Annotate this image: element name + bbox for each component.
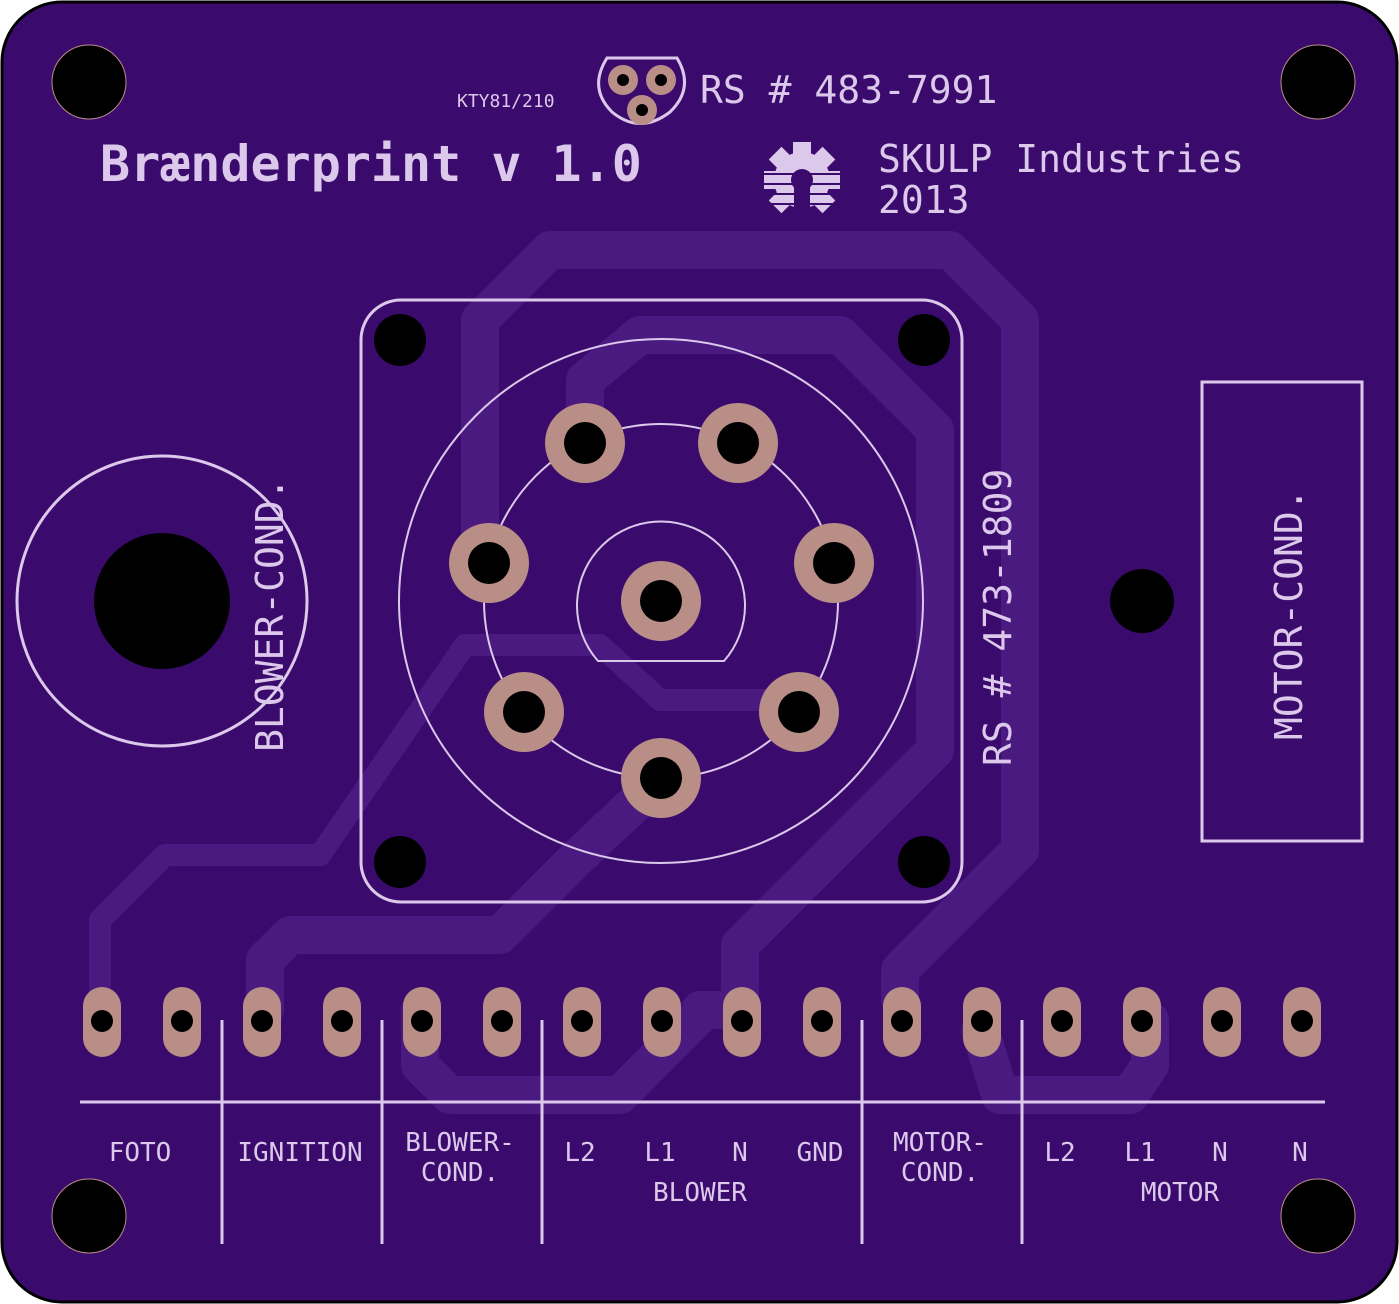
thin-trace: [89, 634, 800, 1010]
terminal-label-motor-cond-line2: COND.: [901, 1158, 979, 1188]
board-title: Brænderprint v 1.0: [100, 135, 642, 193]
terminal-label-motor-l2: L2: [1044, 1138, 1075, 1168]
terminal-pads: [83, 987, 1321, 1057]
terminal-label-ignition: IGNITION: [237, 1138, 362, 1168]
terminal-label-motor-l1: L1: [1124, 1138, 1155, 1168]
terminal-label-motor-n2: N: [1292, 1138, 1308, 1168]
terminal-label-motor-n1: N: [1212, 1138, 1228, 1168]
terminal-label-grid: [80, 1020, 1325, 1244]
mounting-hole-top-left: [51, 44, 127, 120]
mounting-hole-top-right: [1280, 44, 1356, 120]
mounting-hole-bottom-left: [51, 1178, 127, 1254]
socket-order-number: RS # 473-1809: [976, 469, 1020, 766]
terminal-label-blower-l2: L2: [564, 1138, 595, 1168]
motor-cond-label: MOTOR-COND.: [1267, 488, 1311, 740]
terminal-label-motor-cond: MOTOR-: [893, 1128, 987, 1158]
terminal-label-gnd: GND: [797, 1138, 844, 1168]
company-year: 2013: [878, 178, 970, 222]
terminal-label-blower-cond-line2: COND.: [421, 1158, 499, 1188]
terminal-label-blower-n: N: [732, 1138, 748, 1168]
company-name: SKULP Industries: [878, 137, 1244, 181]
group-label-blower: BLOWER: [653, 1178, 747, 1208]
motor-capacitor-footprint: [1200, 380, 1364, 843]
blower-capacitor-footprint: [15, 454, 309, 748]
terminal-label-blower-l1: L1: [644, 1138, 675, 1168]
terminal-label-blower-cond: BLOWER-: [405, 1128, 515, 1158]
relay-socket-footprint: [359, 298, 964, 904]
mounting-hole-middle-right: [1110, 569, 1174, 633]
relay-socket-pins: [449, 403, 874, 818]
group-label-motor: MOTOR: [1141, 1178, 1220, 1208]
open-hardware-gear-icon: [762, 142, 842, 220]
sensor-part-label: KTY81/210: [457, 91, 555, 112]
terminal-labels: FOTO IGNITION BLOWER- COND. L2 L1 N GND …: [109, 1128, 1308, 1208]
terminal-label-foto: FOTO: [109, 1138, 172, 1168]
mounting-hole-bottom-right: [1280, 1178, 1356, 1254]
blower-cond-label: BLOWER-COND.: [248, 477, 292, 752]
kty81-sensor-footprint: [597, 56, 687, 125]
sensor-order-number: RS # 483-7991: [700, 68, 997, 112]
mounting-holes: [51, 44, 1356, 1254]
